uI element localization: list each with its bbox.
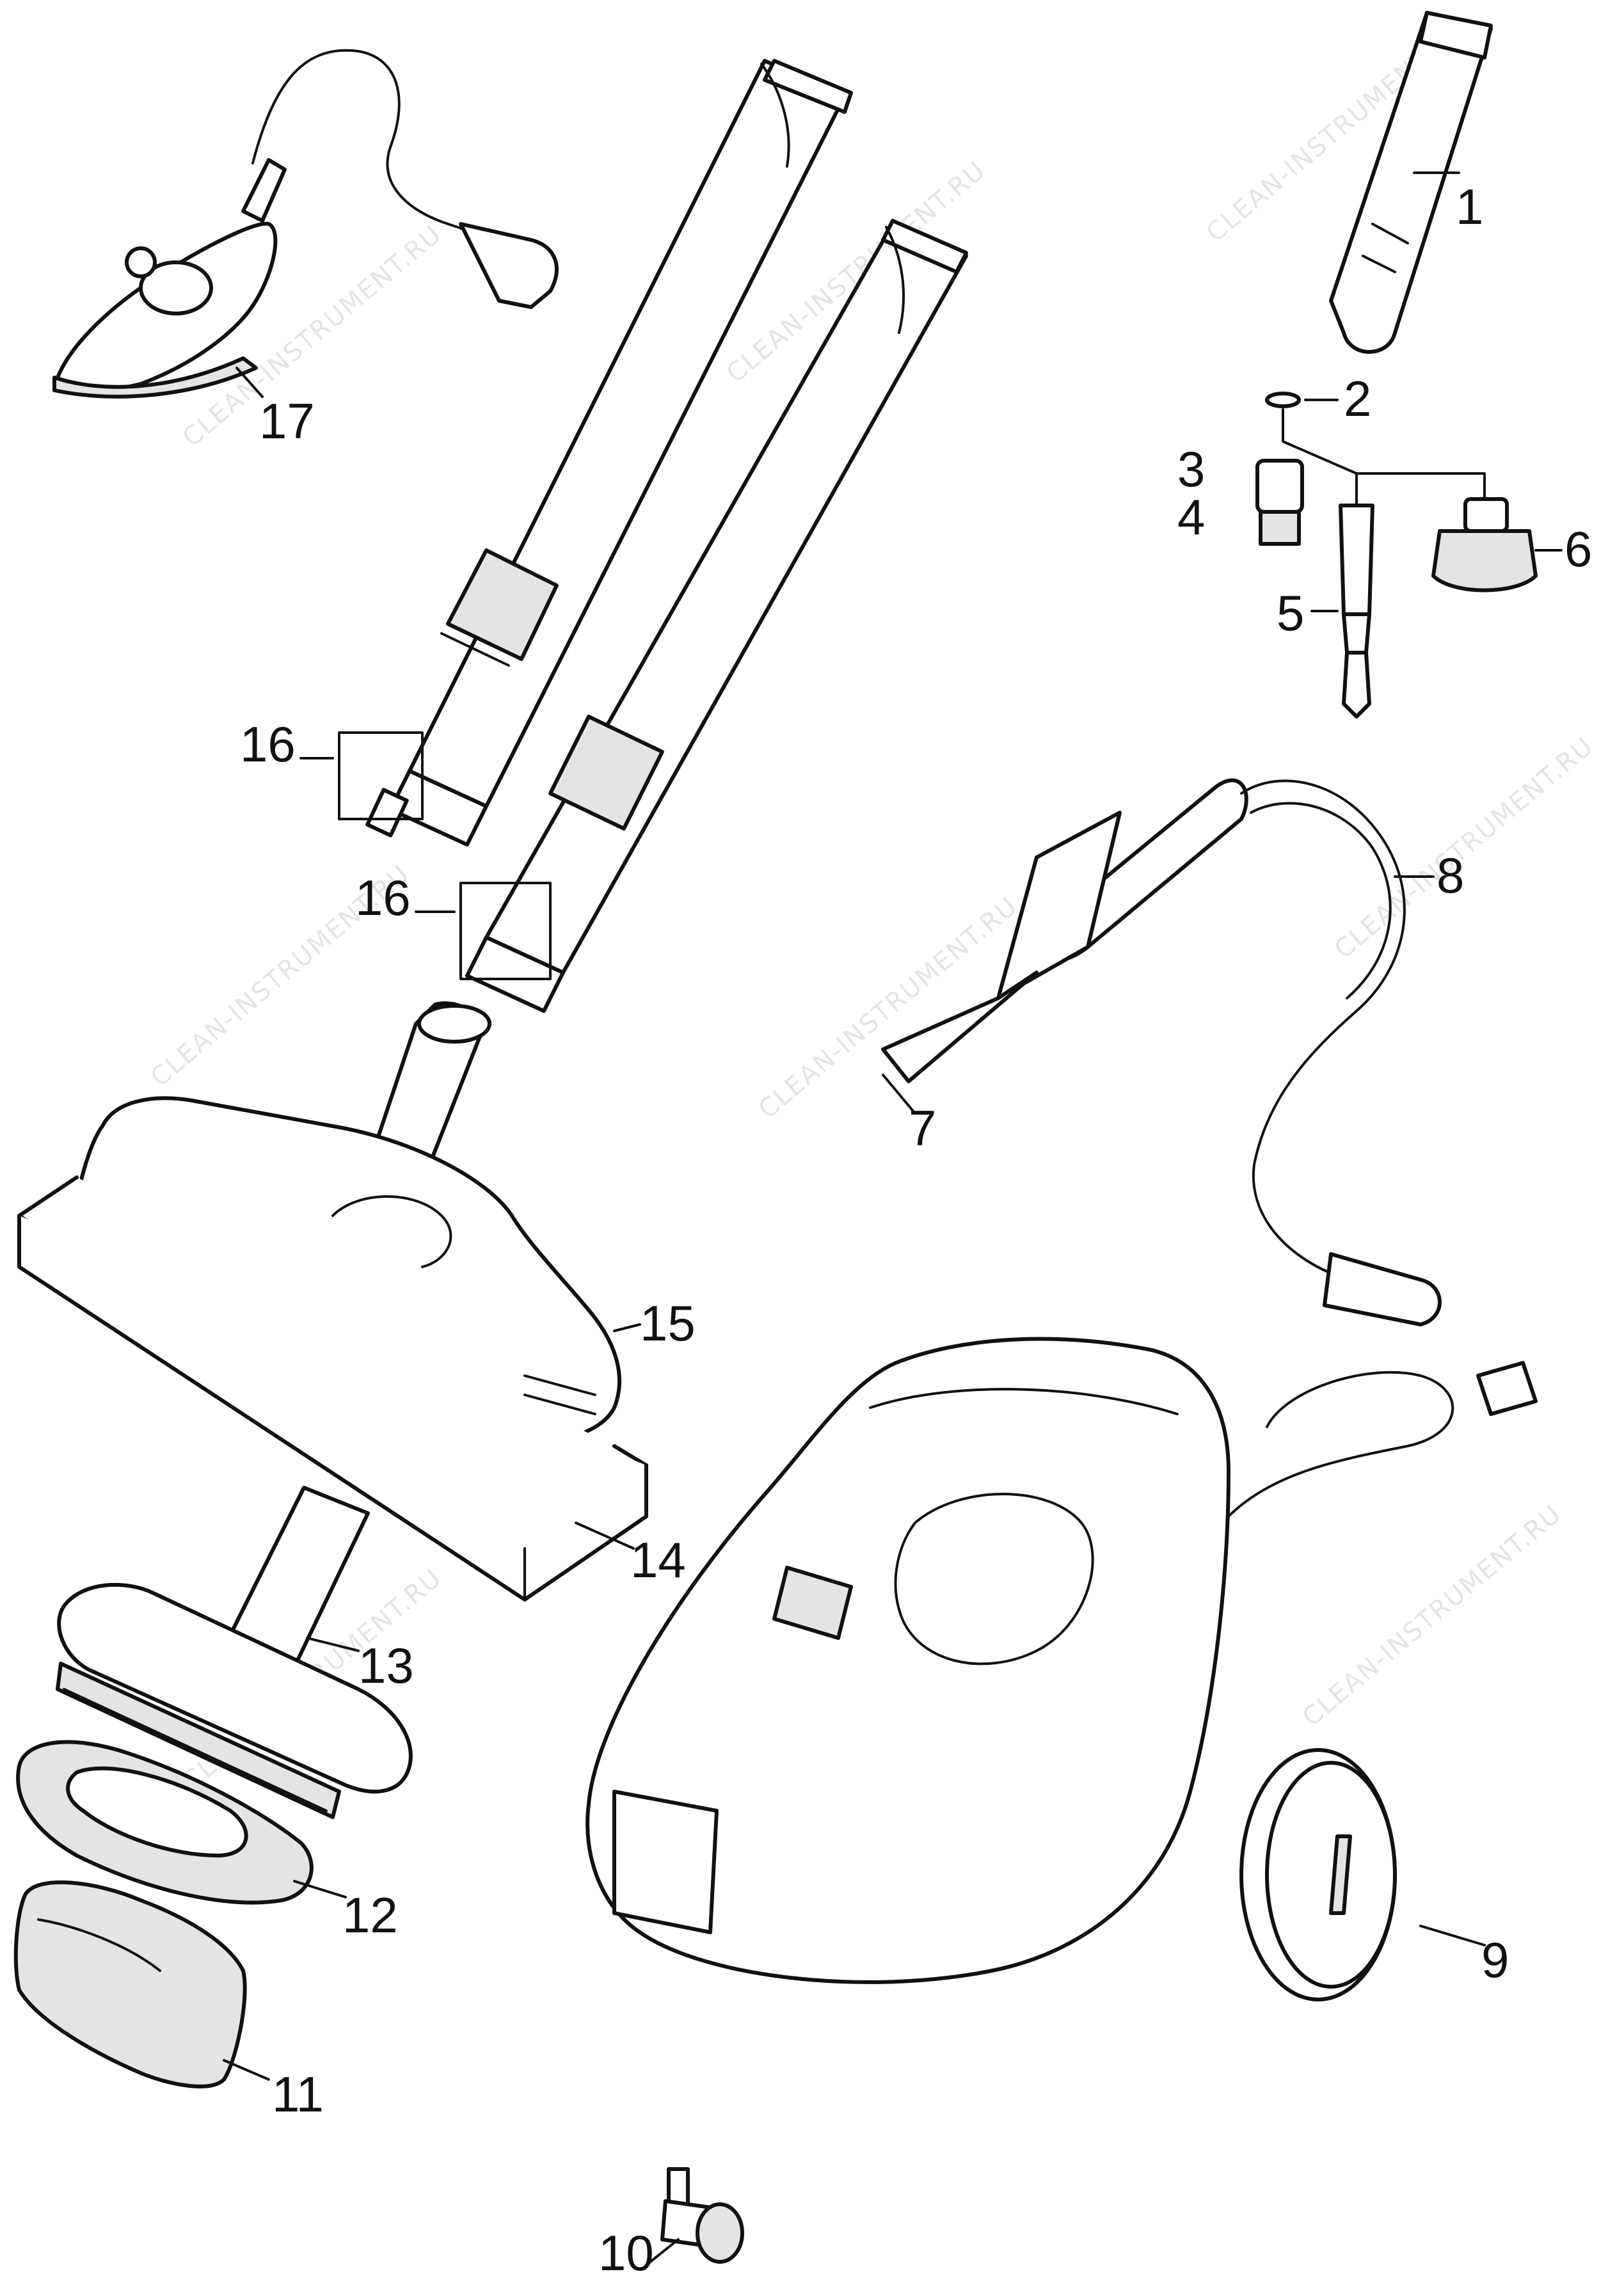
callout-7: 7 (909, 1100, 936, 1156)
steam-gun-hose: 8 7 (881, 778, 1464, 1326)
callout-9: 9 (1481, 1932, 1509, 1988)
callout-14: 14 (630, 1532, 686, 1588)
callout-4: 4 (1177, 489, 1205, 545)
callout-2: 2 (1344, 370, 1371, 427)
microfibre-cloth: 11 (13, 1880, 324, 2122)
wheel: 9 (1239, 1748, 1509, 2001)
extension-tube-lower: 16 (355, 219, 968, 1013)
callout-10: 10 (598, 2225, 654, 2274)
callout-16-upper: 16 (240, 716, 296, 772)
small-round-brush: 3 4 (1177, 441, 1304, 546)
callout-15: 15 (640, 1295, 696, 1351)
callout-12: 12 (342, 1887, 398, 1943)
power-nozzle: 5 (1277, 504, 1374, 719)
callout-8: 8 (1437, 847, 1464, 903)
steam-iron: 17 (52, 49, 559, 449)
callout-5: 5 (1277, 585, 1304, 641)
callout-3: 3 (1177, 441, 1205, 497)
floor-cloth: 14 (17, 1175, 686, 1602)
o-ring: 2 (1265, 370, 1486, 507)
callout-11: 11 (272, 2066, 324, 2122)
callout-1: 1 (1456, 179, 1483, 235)
steam-cleaner-body (585, 1337, 1538, 1984)
terry-cloth-cover: 12 (16, 1740, 398, 1943)
callout-17: 17 (259, 393, 315, 449)
callout-6: 6 (1564, 521, 1592, 577)
castor-wheel: 10 (598, 2167, 744, 2274)
large-round-brush: 6 (1431, 497, 1592, 592)
extension-tube-upper: 16 (240, 59, 853, 847)
callout-16-lower: 16 (355, 870, 411, 926)
callout-13: 13 (358, 1637, 414, 1694)
watermark: CLEAN-INSTRUMENT.RU (1297, 1499, 1568, 1733)
detail-nozzle: 1 (1329, 11, 1493, 354)
hand-nozzle: 13 (56, 1486, 414, 1819)
